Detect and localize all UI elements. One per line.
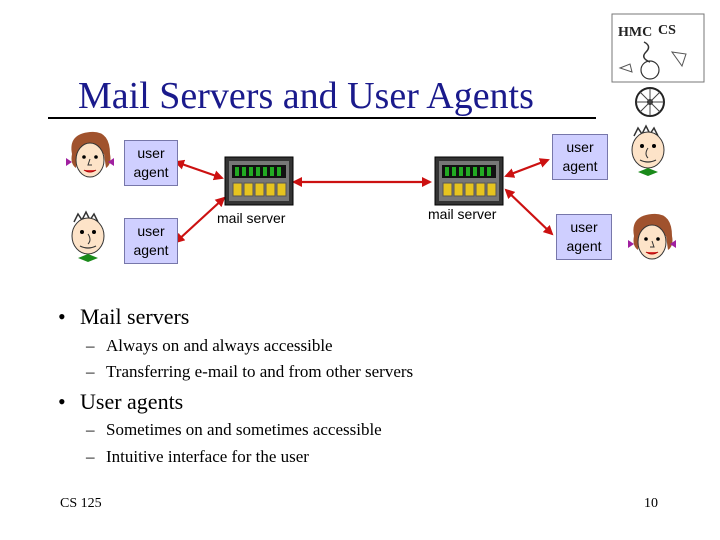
- bullet-dot: •: [58, 389, 66, 414]
- subbullet-user-agents-1: –Sometimes on and sometimes accessible: [86, 420, 382, 440]
- man-face-icon-right: [631, 124, 665, 176]
- logo-text-cs: CS: [658, 23, 676, 38]
- logo-text-hmc: HMC: [618, 25, 652, 40]
- arrow-server2-ua4: [504, 188, 554, 236]
- ua-label-line1: user: [566, 139, 594, 155]
- slide-title: Mail Servers and User Agents: [78, 75, 534, 117]
- mail-server-label-right: mail server: [428, 206, 497, 222]
- subbullet-text: Sometimes on and sometimes accessible: [106, 420, 382, 439]
- mail-server-icon-left: [224, 156, 294, 206]
- subbullet-text: Always on and always accessible: [106, 336, 333, 355]
- subbullet-text: Transferring e-mail to and from other se…: [106, 362, 414, 381]
- arrow-server2-ua3: [504, 158, 550, 178]
- ua-label-line1: user: [137, 145, 165, 161]
- subbullet-text: Intuitive interface for the user: [106, 447, 309, 466]
- subbullet-dash: –: [86, 420, 95, 439]
- mail-server-label-left: mail server: [217, 210, 286, 226]
- subbullet-mail-servers-2: –Transferring e-mail to and from other s…: [86, 362, 413, 382]
- woman-face-icon-right: [628, 213, 676, 260]
- user-agent-box-bottom-right: user agent: [556, 214, 612, 260]
- arrow-ua1-server1: [174, 159, 224, 181]
- mail-diagram: [174, 158, 554, 244]
- title-underline: [48, 117, 596, 119]
- bullet-dot: •: [58, 304, 66, 329]
- bullet-text: User agents: [80, 389, 184, 414]
- man-face-icon: [71, 210, 105, 262]
- user-agent-box-top-right: user agent: [552, 134, 608, 180]
- ua-label-line2: agent: [562, 158, 598, 174]
- bullet-user-agents: • User agents: [58, 389, 183, 415]
- subbullet-dash: –: [86, 362, 95, 381]
- ua-label-line2: agent: [133, 242, 169, 258]
- subbullet-dash: –: [86, 336, 95, 355]
- subbullet-mail-servers-1: –Always on and always accessible: [86, 336, 333, 356]
- ua-label-line2: agent: [566, 238, 602, 254]
- course-label: CS 125: [60, 496, 102, 511]
- ua-label-line2: agent: [133, 164, 169, 180]
- subbullet-user-agents-2: –Intuitive interface for the user: [86, 447, 309, 467]
- bullet-text: Mail servers: [80, 304, 190, 329]
- user-agent-box-top-left: user agent: [124, 140, 178, 186]
- subbullet-dash: –: [86, 447, 95, 466]
- hmc-cs-logo: HMC CS: [611, 13, 705, 117]
- mail-server-icon-right: [434, 156, 504, 206]
- ua-label-line1: user: [137, 223, 165, 239]
- user-agent-box-bottom-left: user agent: [124, 218, 178, 264]
- bullet-mail-servers: • Mail servers: [58, 304, 189, 330]
- woman-face-icon: [66, 131, 114, 178]
- arrow-ua2-server1: [174, 196, 226, 244]
- ua-label-line1: user: [570, 219, 598, 235]
- page-number: 10: [644, 496, 658, 511]
